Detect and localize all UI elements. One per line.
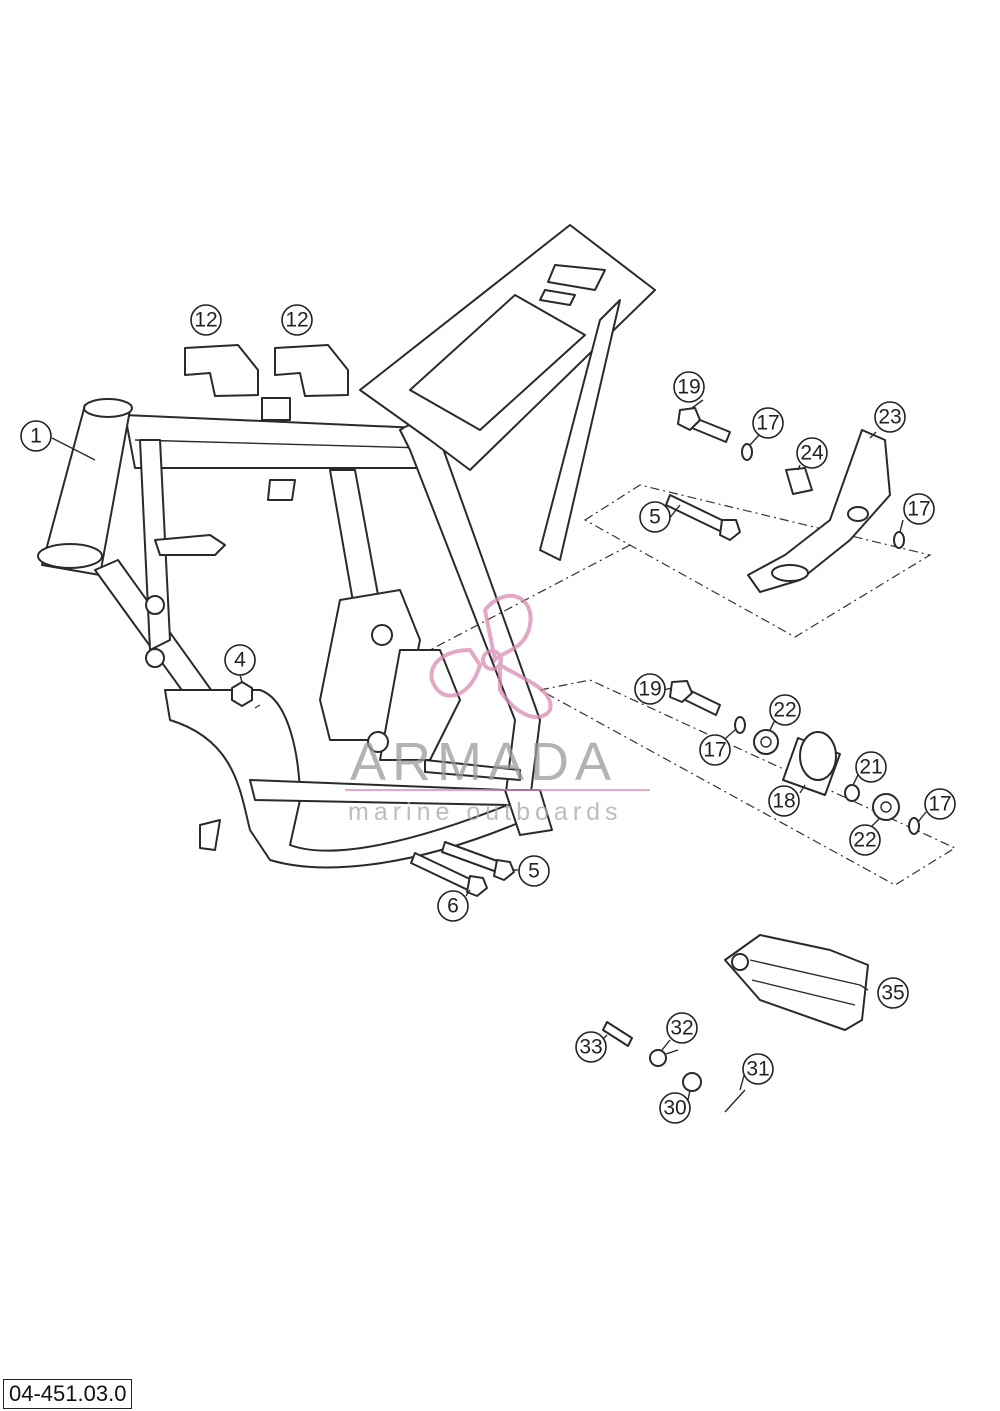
callout-label: 5 [649, 506, 661, 529]
callout: 17 [699, 734, 731, 766]
callout: 21 [855, 751, 887, 783]
callout-label: 17 [703, 739, 726, 762]
footpeg-assembly [602, 934, 869, 1113]
callout-label: 12 [194, 309, 217, 332]
callout: 5 [639, 501, 671, 533]
callout: 22 [769, 694, 801, 726]
watermark: ARMADA marine outboards [345, 593, 650, 826]
callout-label: 19 [677, 376, 700, 399]
callout: 17 [903, 493, 935, 525]
nut-part [231, 681, 253, 707]
brake-pedal-assembly [429, 407, 932, 651]
callout: 1 [20, 420, 52, 452]
watermark-tagline: marine outboards [348, 798, 623, 826]
callout: 4 [224, 644, 256, 676]
callout: 19 [673, 371, 705, 403]
callout-label: 5 [528, 860, 540, 883]
callout-label: 18 [772, 790, 795, 813]
callout-label: 33 [579, 1036, 602, 1059]
callout-label: 24 [800, 442, 824, 465]
callout-label: 4 [234, 649, 246, 672]
callout-label: 30 [663, 1097, 686, 1120]
callout: 5 [518, 855, 550, 887]
callout-label: 17 [907, 498, 930, 521]
callout-label: 23 [878, 406, 901, 429]
callout: 33 [575, 1031, 607, 1063]
bottom-bolts [410, 841, 515, 897]
callout: 35 [877, 977, 909, 1009]
cover-parts [184, 344, 349, 397]
callout: 31 [742, 1053, 774, 1085]
roller-assembly [254, 679, 957, 886]
callout: 17 [752, 407, 784, 439]
callout: 23 [874, 401, 906, 433]
callout-label: 22 [773, 699, 796, 722]
callout: 12 [281, 304, 313, 336]
propeller-logo-icon [429, 593, 553, 720]
callout: 22 [849, 824, 881, 856]
callout-label: 17 [928, 793, 951, 816]
callout-label: 6 [447, 895, 459, 918]
callout: 18 [768, 785, 800, 817]
callout: 24 [796, 437, 828, 469]
callout-label: 21 [859, 756, 882, 779]
callout: 12 [190, 304, 222, 336]
callout: 32 [666, 1012, 698, 1044]
callout-label: 17 [756, 412, 779, 435]
diagram-reference-number: 04-451.03.0 [3, 1379, 133, 1409]
callout-label: 1 [30, 425, 42, 448]
frame-assembly [37, 224, 656, 869]
callout-label: 31 [746, 1058, 769, 1081]
callout: 30 [659, 1092, 691, 1124]
callout: 19 [634, 673, 666, 705]
callout-label: 12 [285, 309, 308, 332]
callout: 6 [437, 890, 469, 922]
callout-label: 32 [670, 1017, 693, 1040]
callout-label: 19 [638, 678, 661, 701]
callout: 17 [924, 788, 956, 820]
callout-label: 22 [853, 829, 876, 852]
watermark-brand: ARMADA [350, 732, 617, 792]
callout-label: 35 [881, 982, 904, 1005]
